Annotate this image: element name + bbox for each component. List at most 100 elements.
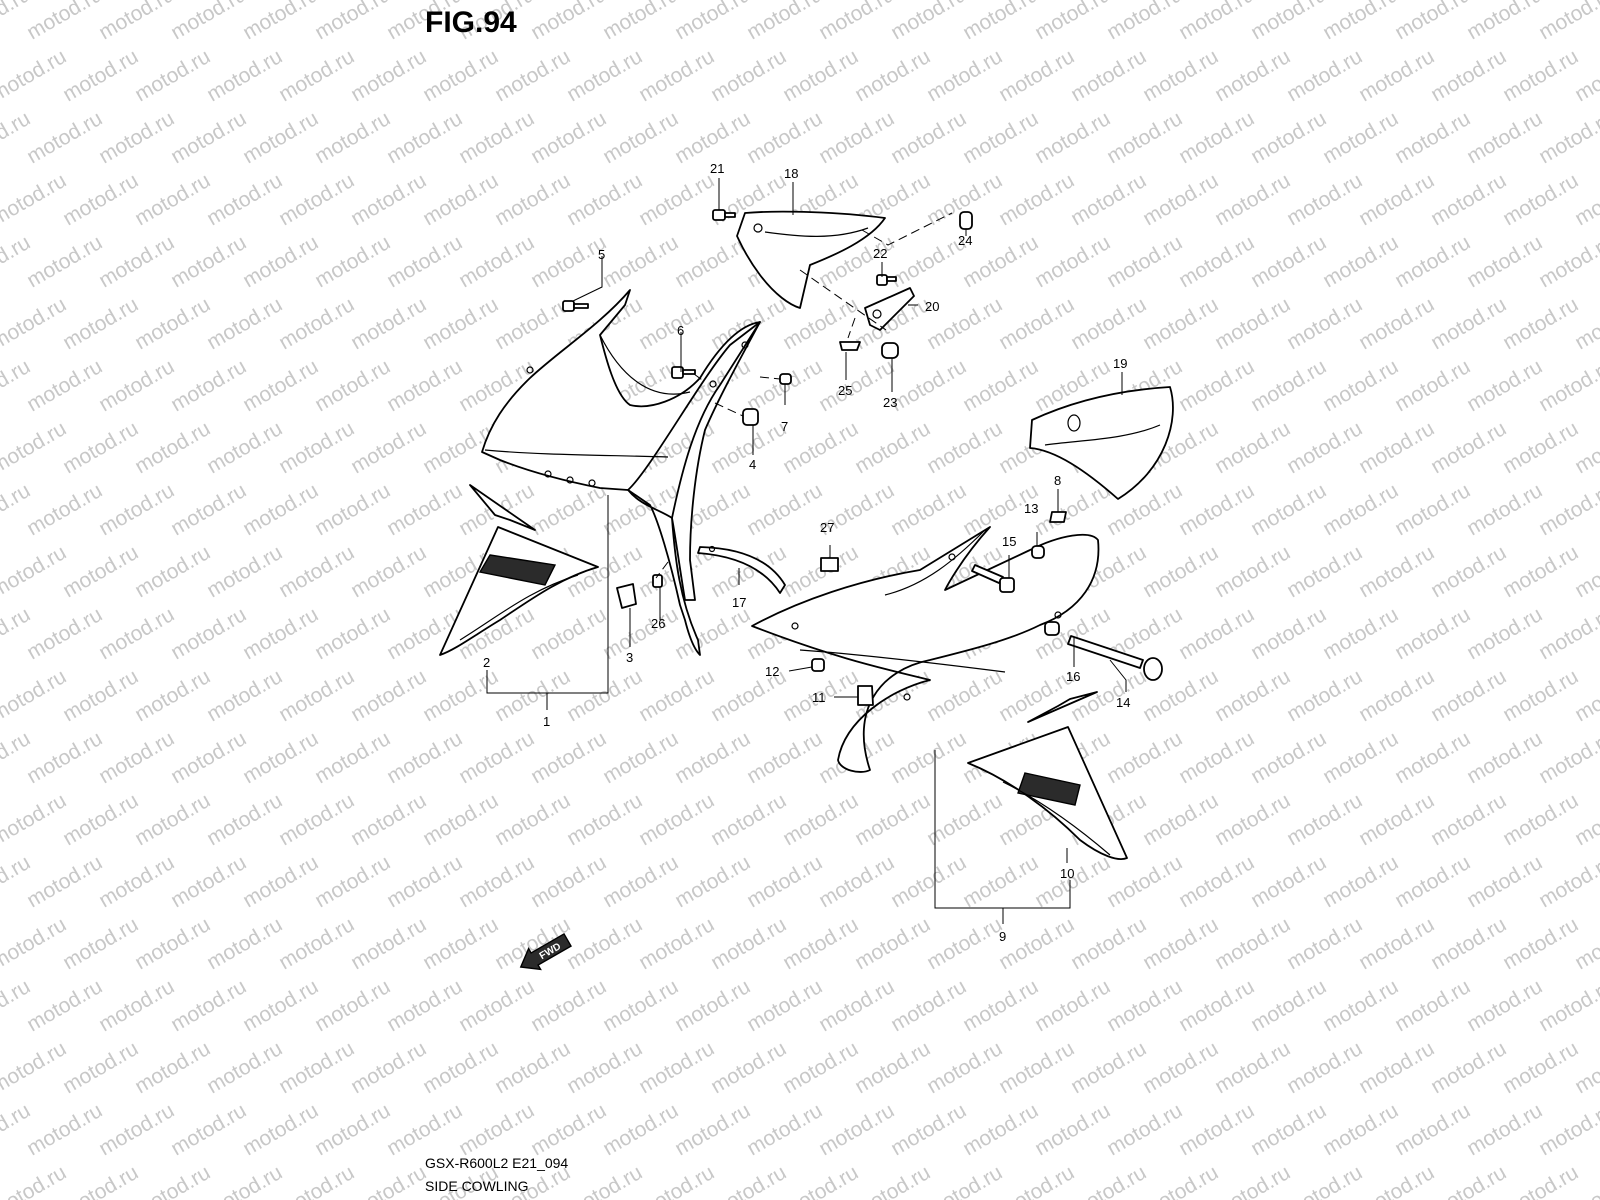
watermark-text: motod.ru <box>0 789 70 850</box>
bolt-15-icon <box>971 564 1015 593</box>
grommet-23-icon <box>881 342 899 359</box>
watermark-text: motod.ru <box>635 169 718 230</box>
watermark-text: motod.ru <box>275 169 358 230</box>
callout-13: 13 <box>1024 501 1038 516</box>
watermark-text: motod.ru <box>995 913 1078 974</box>
watermark-text: motod.ru <box>311 479 394 540</box>
watermark-text: motod.ru <box>599 603 682 664</box>
watermark-text: motod.ru <box>1427 293 1510 354</box>
watermark-text: motod.ru <box>239 0 322 44</box>
watermark-text: motod.ru <box>311 603 394 664</box>
watermark-text: motod.ru <box>1391 0 1474 44</box>
watermark-text: motod.ru <box>1139 169 1222 230</box>
grommet-4-icon <box>742 408 759 426</box>
watermark-text: motod.ru <box>383 107 466 168</box>
watermark-text: motod.ru <box>419 169 502 230</box>
watermark-text: motod.ru <box>1031 107 1114 168</box>
watermark-text: motod.ru <box>203 293 286 354</box>
watermark-text: motod.ru <box>275 417 358 478</box>
watermark-text: motod.ru <box>1499 293 1582 354</box>
watermark-text: motod.ru <box>1391 851 1474 912</box>
watermark-text: motod.ru <box>815 1099 898 1160</box>
watermark-text: motod.ru <box>491 45 574 106</box>
callout-labels: 1 2 3 4 5 6 7 8 9 10 11 12 13 14 15 16 1… <box>483 161 1130 944</box>
watermark-text: motod.ru <box>23 479 106 540</box>
watermark-text: motod.ru <box>95 479 178 540</box>
watermark-text: motod.ru <box>1355 45 1438 106</box>
watermark-text: motod.ru <box>347 417 430 478</box>
watermark-text: motod.ru <box>707 1161 790 1200</box>
callout-19: 19 <box>1113 356 1127 371</box>
watermark-text: motod.ru <box>1175 1099 1258 1160</box>
watermark-text: motod.ru <box>347 1161 430 1200</box>
watermark-text: motod.ru <box>635 1037 718 1098</box>
watermark-text: motod.ru <box>1067 293 1150 354</box>
watermark-text: motod.ru <box>1283 1037 1366 1098</box>
watermark-text: motod.ru <box>1247 0 1330 44</box>
callout-12: 12 <box>765 664 779 679</box>
trim-strip <box>697 545 786 594</box>
watermark-text: motod.ru <box>923 665 1006 726</box>
watermark-text: motod.ru <box>1355 1037 1438 1098</box>
watermark-text: motod.ru <box>1319 479 1402 540</box>
watermark-text: motod.ru <box>1463 355 1546 416</box>
diagram-caption: SIDE COWLING <box>425 1178 528 1194</box>
watermark-text: motod.ru <box>1283 913 1366 974</box>
watermark-text: motod.ru <box>419 665 502 726</box>
watermark-text: motod.ru <box>1283 789 1366 850</box>
right-emblem-decal <box>967 691 1128 860</box>
watermark-text: motod.ru <box>419 45 502 106</box>
watermark-text: motod.ru <box>383 479 466 540</box>
clip-11-icon <box>857 685 874 706</box>
watermark-text: motod.ru <box>887 479 970 540</box>
watermark-text: motod.ru <box>1139 1037 1222 1098</box>
watermark-text: motod.ru <box>1391 107 1474 168</box>
watermark-text: motod.ru <box>1355 789 1438 850</box>
watermark-text: motod.ru <box>383 231 466 292</box>
watermark-text: motod.ru <box>959 975 1042 1036</box>
watermark-text: motod.ru <box>959 851 1042 912</box>
bracket-plate <box>864 287 915 331</box>
watermark-text: motod.ru <box>311 727 394 788</box>
callout-2: 2 <box>483 655 490 670</box>
bolt-14-icon <box>1067 635 1163 681</box>
watermark-text: motod.ru <box>1499 417 1582 478</box>
watermark-text: motod.ru <box>239 107 322 168</box>
watermark-text: motod.ru <box>59 541 142 602</box>
watermark-text: motod.ru <box>1391 603 1474 664</box>
watermark-text: motod.ru <box>1499 169 1582 230</box>
watermark-text: motod.ru <box>347 1037 430 1098</box>
callout-20: 20 <box>925 299 939 314</box>
watermark-text: motod.ru <box>383 1099 466 1160</box>
watermark-text: motod.ru <box>1355 541 1438 602</box>
clip-3-icon <box>616 583 637 609</box>
watermark-text: motod.ru <box>23 231 106 292</box>
watermark-text: motod.ru <box>59 1037 142 1098</box>
watermark-text: motod.ru <box>1391 727 1474 788</box>
callout-9: 9 <box>999 929 1006 944</box>
watermark-text: motod.ru <box>311 231 394 292</box>
watermark-text: motod.ru <box>131 417 214 478</box>
watermark-text: motod.ru <box>527 727 610 788</box>
watermark-text: motod.ru <box>707 293 790 354</box>
watermark-text: motod.ru <box>743 107 826 168</box>
figure-title: FIG.94 <box>425 6 517 39</box>
watermark-text: motod.ru <box>455 727 538 788</box>
watermark-text: motod.ru <box>1067 45 1150 106</box>
watermark-text: motod.ru <box>1283 1161 1366 1200</box>
watermark-text: motod.ru <box>275 1037 358 1098</box>
watermark-text: motod.ru <box>563 789 646 850</box>
watermark-text: motod.ru <box>0 293 70 354</box>
watermark-text: motod.ru <box>851 1037 934 1098</box>
watermark-text: motod.ru <box>527 0 610 44</box>
watermark-text: motod.ru <box>1319 107 1402 168</box>
fasteners <box>562 209 1163 706</box>
watermark-text: motod.ru <box>131 541 214 602</box>
callout-7: 7 <box>781 419 788 434</box>
watermark-text: motod.ru <box>1283 45 1366 106</box>
watermark-text: motod.ru <box>563 1037 646 1098</box>
watermark-text: motod.ru <box>1535 727 1600 788</box>
watermark-text: motod.ru <box>959 355 1042 416</box>
watermark-text: motod.ru <box>1247 107 1330 168</box>
